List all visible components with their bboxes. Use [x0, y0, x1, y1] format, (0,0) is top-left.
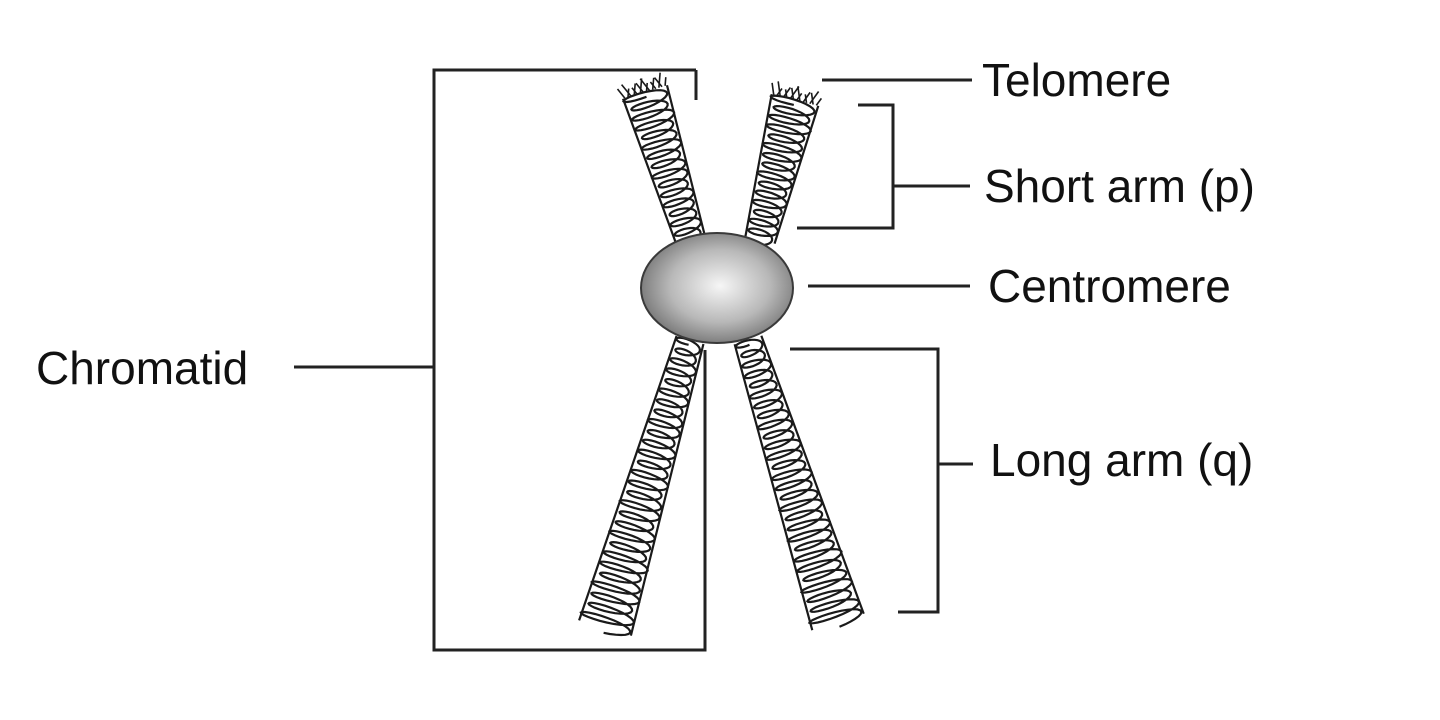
chromatid-bracket: [432, 68, 707, 652]
telomere-fiber: [658, 72, 661, 88]
centromere-label: Centromere: [988, 260, 1231, 312]
telomere-fiber: [627, 88, 630, 98]
long-arm-label: Long arm (q): [990, 434, 1253, 486]
chromatid-label: Chromatid: [36, 342, 248, 394]
centromere-shape: [640, 232, 794, 344]
upper-left-arm: [616, 72, 706, 244]
telomere-fiber: [616, 88, 626, 99]
short-arm-bracket: [797, 103, 895, 230]
telomere-fiber: [791, 87, 795, 100]
telomere-fiber: [639, 78, 643, 94]
upper-left-arm-outline: [621, 84, 706, 243]
telomere-fiber: [782, 87, 792, 98]
telomere-fiber: [815, 97, 823, 106]
telomere-fiber: [810, 92, 814, 105]
telomere-fiber: [635, 82, 645, 94]
telomere-fiber: [777, 81, 781, 97]
telomere-fiber: [645, 82, 648, 92]
lower-left-arm: [578, 335, 705, 637]
telomere-fiber: [802, 91, 811, 103]
lower-right-arm: [733, 335, 865, 631]
telomere-fiber: [633, 83, 636, 96]
chromosome-arms: [578, 72, 865, 637]
telomere-fiber: [809, 91, 820, 105]
upper-right-arm-coil: [747, 94, 816, 247]
telomere-fiber: [789, 86, 800, 100]
upper-left-arm-coil: [622, 89, 702, 244]
telomere-fiber: [653, 77, 663, 88]
telomere-fiber: [776, 88, 783, 96]
short-arm-label: Short arm (p): [984, 160, 1255, 212]
telomere-fiber: [620, 84, 632, 97]
upper-right-arm-outline: [744, 93, 820, 244]
upper-right-arm: [744, 81, 823, 247]
lower-left-arm-coil: [579, 336, 702, 637]
lower-right-arm-outline: [733, 335, 865, 631]
long-arm-bracket: [790, 347, 940, 614]
telomere-label: Telomere: [982, 54, 1171, 106]
telomere-fiber: [664, 77, 667, 86]
lower-left-arm-outline: [578, 335, 705, 636]
lower-right-arm-coil: [734, 338, 863, 628]
telomere-fiber: [651, 77, 655, 90]
telomere-fiber: [771, 82, 775, 95]
telomere-fiber: [795, 92, 803, 101]
